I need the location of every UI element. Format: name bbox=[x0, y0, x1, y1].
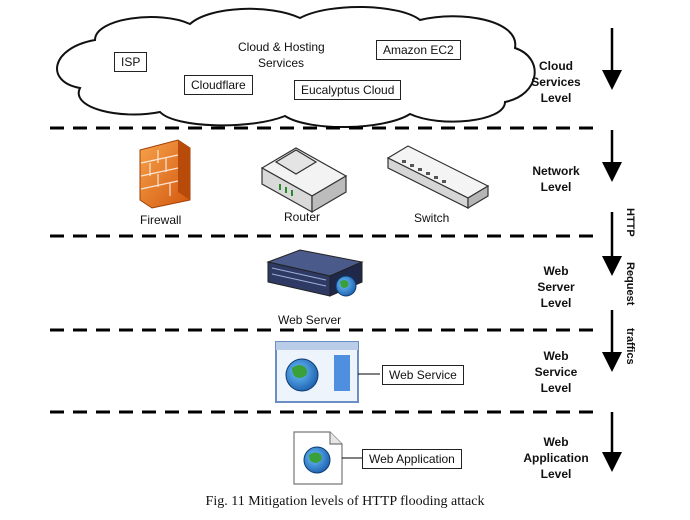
traffic-label-request: Request bbox=[624, 262, 636, 306]
web-application-label: Web Application bbox=[362, 449, 462, 469]
web-application-icon bbox=[293, 431, 343, 485]
level-web-server-line3: Level bbox=[540, 296, 572, 310]
web-service-icon bbox=[275, 341, 359, 403]
level-cloud-line1: Cloud bbox=[539, 59, 573, 73]
level-web-app-line1: Web bbox=[543, 435, 569, 449]
firewall-icon bbox=[139, 139, 191, 209]
level-web-server-line2: Server bbox=[537, 280, 575, 294]
cloud-title-line2: Services bbox=[258, 56, 305, 70]
switch-icon bbox=[386, 145, 490, 210]
level-network: Network Level bbox=[506, 163, 606, 195]
provider-amazon-ec2: Amazon EC2 bbox=[376, 40, 461, 60]
level-web-service-line3: Level bbox=[540, 381, 572, 395]
cloud-title-line1: Cloud & Hosting bbox=[238, 40, 325, 54]
provider-isp: ISP bbox=[114, 52, 148, 72]
figure-caption: Fig. 11 Mitigation levels of HTTP floodi… bbox=[205, 494, 485, 509]
level-web-server-line1: Web bbox=[543, 264, 569, 278]
level-network-line2: Level bbox=[540, 180, 572, 194]
level-network-line1: Network bbox=[532, 164, 580, 178]
switch-label: Switch bbox=[414, 211, 450, 225]
web-server-label: Web Server bbox=[278, 313, 342, 327]
level-web-service-line2: Service bbox=[534, 365, 578, 379]
firewall-label: Firewall bbox=[140, 213, 182, 227]
web-service-label: Web Service bbox=[382, 365, 464, 385]
level-web-server: Web Server Level bbox=[506, 263, 606, 311]
level-cloud-line3: Level bbox=[540, 91, 572, 105]
provider-cloudflare: Cloudflare bbox=[184, 75, 253, 95]
level-cloud-services: Cloud Services Level bbox=[506, 58, 606, 106]
level-web-service: Web Service Level bbox=[506, 348, 606, 396]
leader-lines bbox=[342, 373, 380, 459]
level-cloud-line2: Services bbox=[531, 75, 581, 89]
level-web-app-line2: Application bbox=[523, 451, 589, 465]
router-label: Router bbox=[284, 210, 321, 224]
traffic-label-http: HTTP bbox=[624, 208, 636, 237]
level-web-app-line3: Level bbox=[540, 467, 572, 481]
provider-eucalyptus: Eucalyptus Cloud bbox=[294, 80, 402, 100]
level-web-application: Web Application Level bbox=[506, 434, 606, 482]
traffic-label-traffics: traffics bbox=[624, 328, 636, 365]
router-icon bbox=[260, 147, 348, 214]
level-web-service-line1: Web bbox=[543, 349, 569, 363]
web-server-icon bbox=[266, 249, 364, 297]
cloud-shape bbox=[56, 6, 536, 128]
